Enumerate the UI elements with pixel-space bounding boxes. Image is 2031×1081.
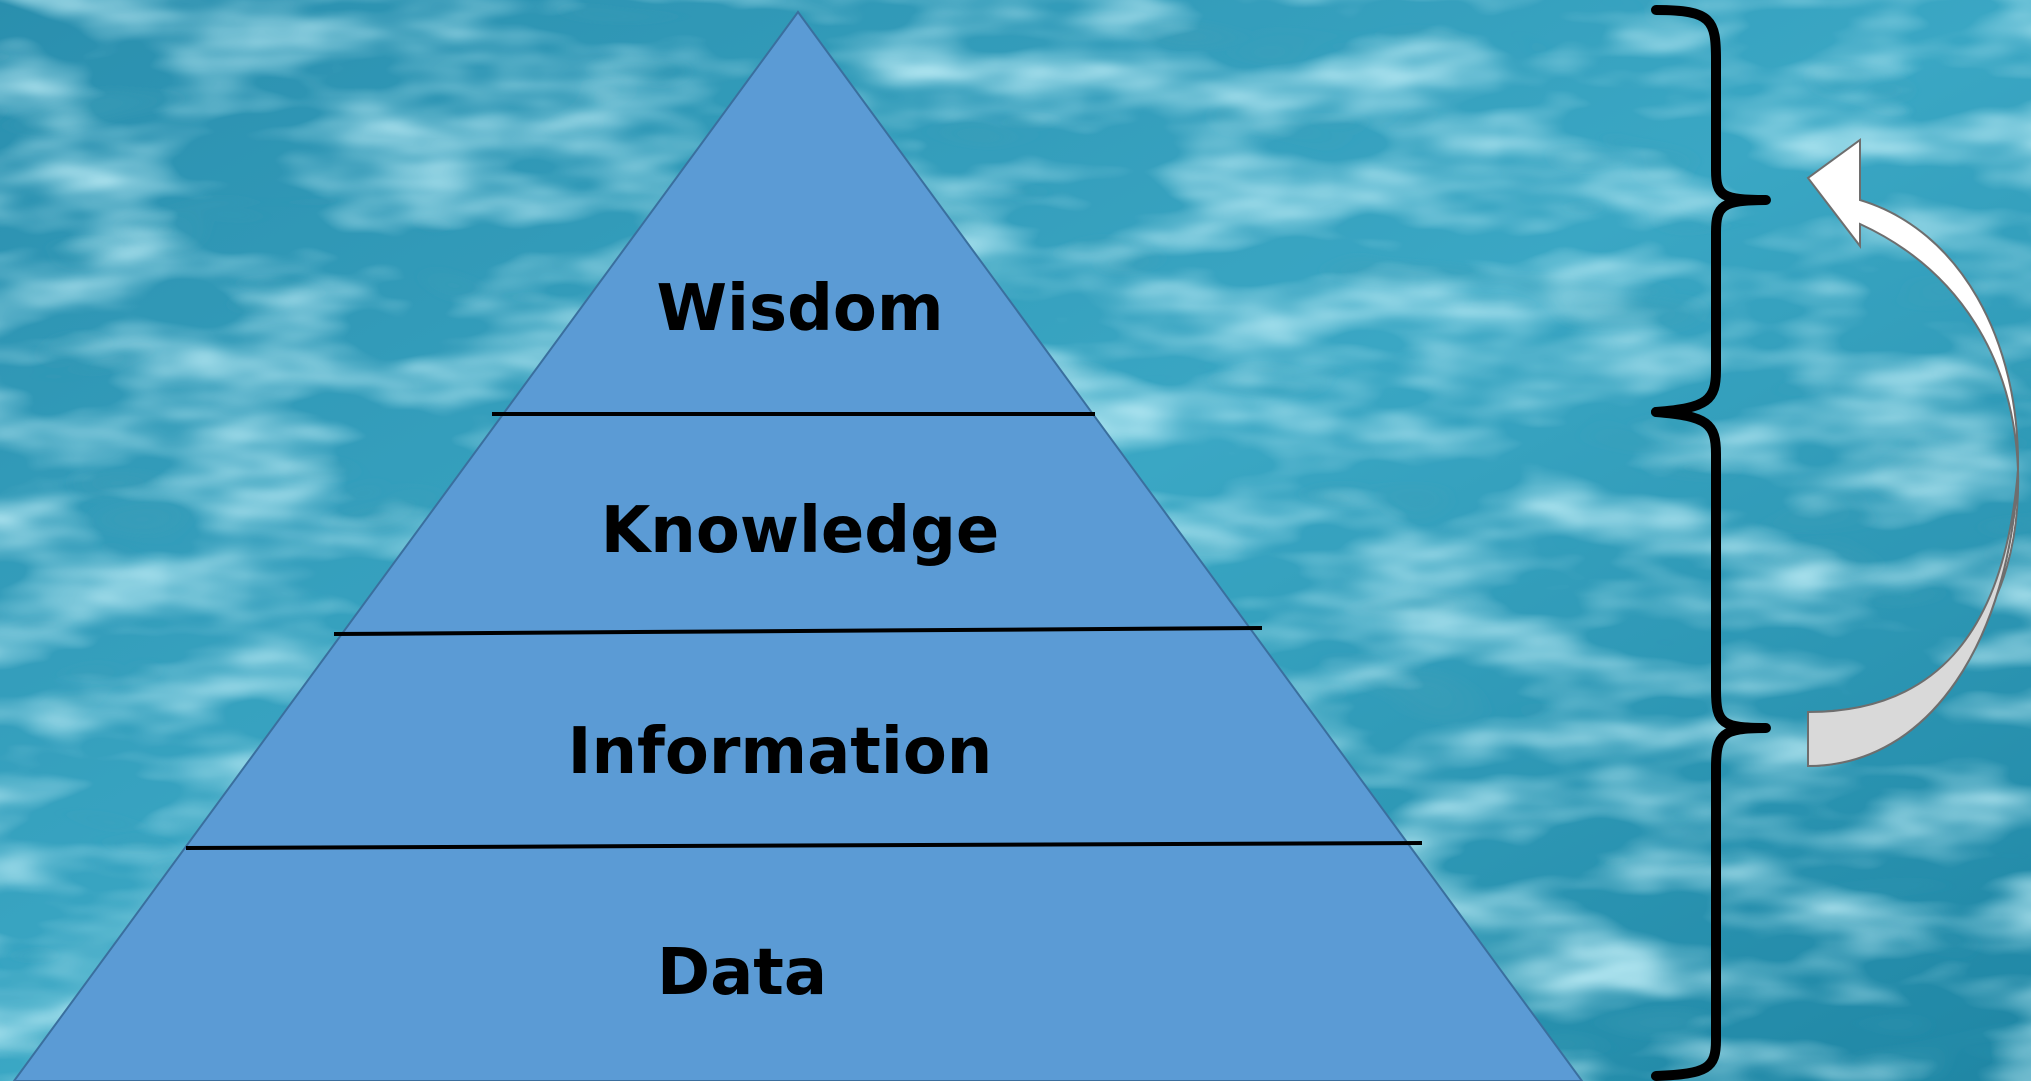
level-divider-3 <box>185 841 1423 850</box>
curved-up-arrow-icon <box>1806 138 2020 768</box>
level-label-knowledge: Knowledge <box>601 494 1000 568</box>
brace-bottom <box>1651 407 1771 1081</box>
brace-group <box>1651 5 1771 1081</box>
level-label-information: Information <box>568 715 993 789</box>
pyramid-body <box>12 10 1584 1081</box>
brace-top <box>1651 5 1771 417</box>
dikw-pyramid: Wisdom Knowledge Information Data <box>12 10 1584 1081</box>
level-label-wisdom: Wisdom <box>656 272 943 346</box>
level-divider-2 <box>333 626 1263 636</box>
arrow-shadow <box>1807 469 2019 768</box>
level-label-data: Data <box>657 936 827 1010</box>
